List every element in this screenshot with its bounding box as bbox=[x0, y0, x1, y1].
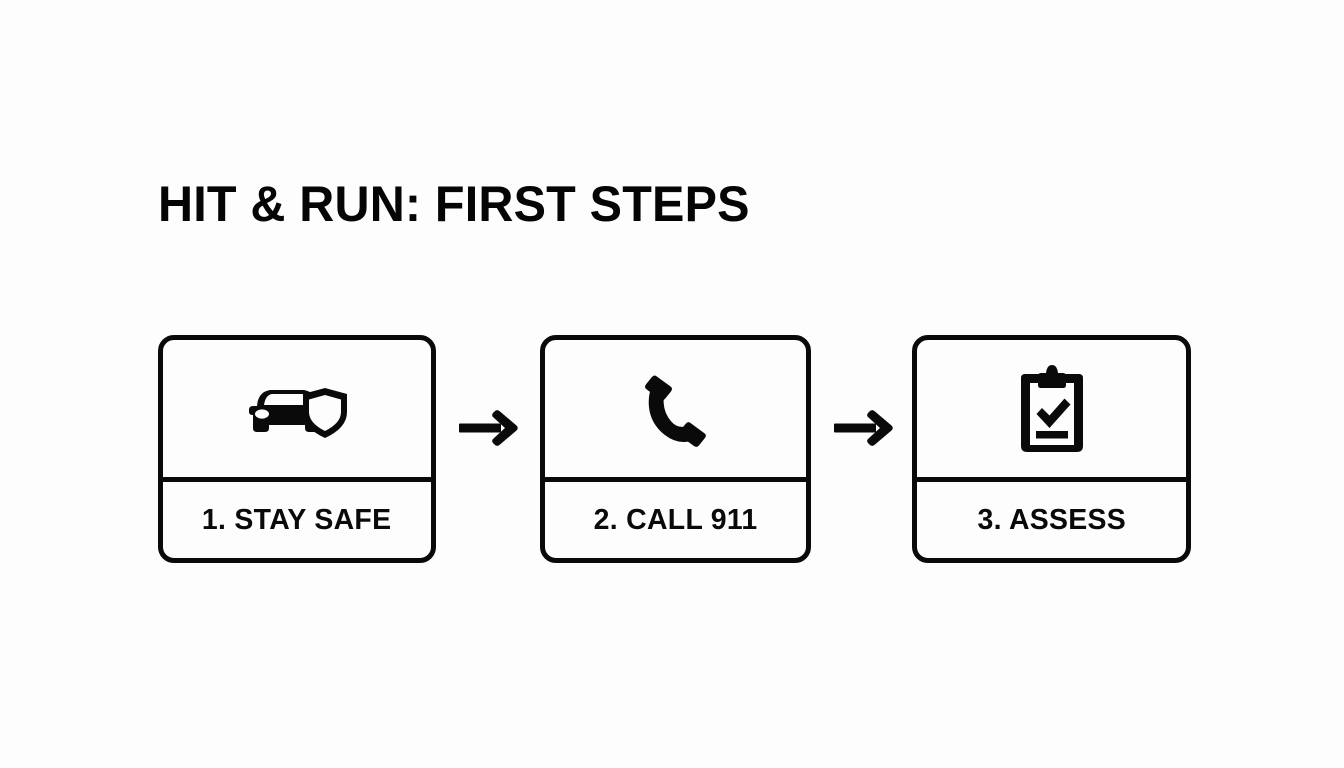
step-icon-area bbox=[545, 340, 806, 482]
page-title: HIT & RUN: FIRST STEPS bbox=[158, 176, 750, 232]
arrow-right-icon bbox=[832, 408, 896, 448]
steps-row: 1. STAY SAFE bbox=[0, 335, 1344, 567]
car-shield-icon bbox=[237, 376, 357, 442]
step-label-area: 2. CALL 911 bbox=[545, 482, 806, 558]
step-icon-area bbox=[163, 340, 431, 482]
phone-handset-icon bbox=[632, 365, 720, 453]
step-icon-area bbox=[917, 340, 1186, 482]
step-card-stay-safe[interactable]: 1. STAY SAFE bbox=[158, 335, 436, 563]
step-label: 3. ASSESS bbox=[977, 503, 1126, 536]
step-label: 2. CALL 911 bbox=[593, 503, 758, 536]
step-label-area: 3. ASSESS bbox=[917, 482, 1186, 558]
step-card-call-911[interactable]: 2. CALL 911 bbox=[540, 335, 811, 563]
step-card-assess[interactable]: 3. ASSESS bbox=[912, 335, 1191, 563]
step-label-area: 1. STAY SAFE bbox=[163, 482, 431, 558]
arrow-right-icon bbox=[457, 408, 521, 448]
step-label: 1. STAY SAFE bbox=[202, 503, 392, 536]
clipboard-check-icon bbox=[1017, 363, 1087, 455]
